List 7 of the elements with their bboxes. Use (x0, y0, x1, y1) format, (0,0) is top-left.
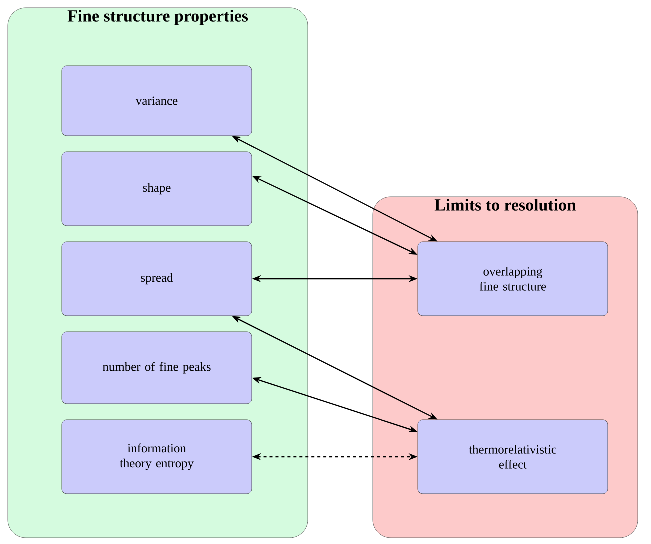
process-box: variance (62, 66, 252, 136)
process-box: information theory entropy (62, 420, 252, 494)
process-box: spread (62, 242, 252, 316)
process-box: shape (62, 152, 252, 226)
process-box: overlapping fine structure (418, 242, 608, 316)
process-box: thermorelativistic effect (418, 420, 608, 494)
process-box: number of fine peaks (62, 332, 252, 404)
